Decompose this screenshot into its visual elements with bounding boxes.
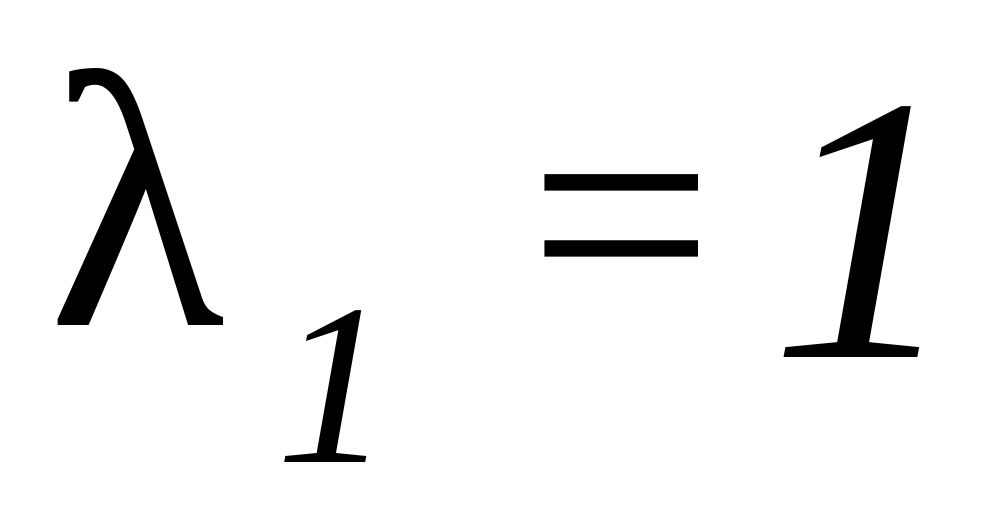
lambda-subscript: 1: [276, 257, 391, 512]
equals-sign: =: [528, 32, 715, 397]
lambda-symbol: λ: [48, 0, 225, 404]
equation-value: 1: [770, 19, 960, 440]
